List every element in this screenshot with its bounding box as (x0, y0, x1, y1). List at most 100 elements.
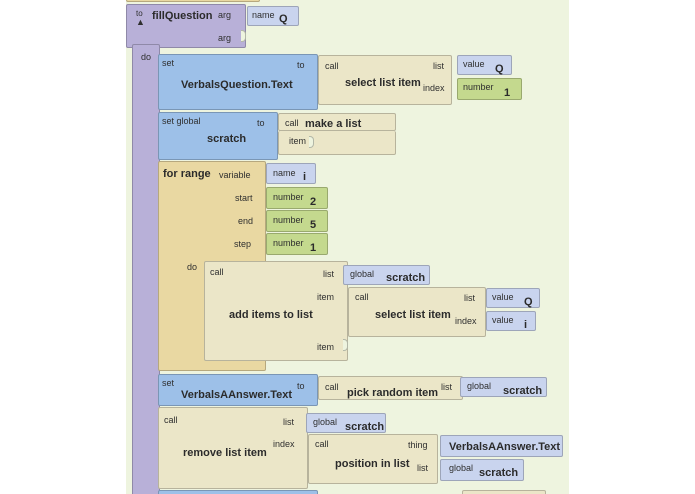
global-scratch-getter-3[interactable]: global scratch (306, 413, 386, 433)
global-tag-2: global (467, 381, 492, 391)
add-items-to-list-block[interactable]: call add items to list list item item (204, 261, 348, 361)
set-label: set (162, 58, 175, 68)
step-number-value[interactable]: 1 (310, 242, 317, 254)
for-range-variable-label: variable (219, 170, 251, 180)
list-socket-label: list (433, 61, 444, 71)
step-number-tag: number (273, 238, 304, 248)
add-items-item2-label: item (317, 342, 335, 352)
end-number-tag: number (273, 215, 304, 225)
select-list-item-name: select list item (345, 77, 421, 89)
verbalsaanswer-getter[interactable]: VerbalsAAnswer.Text (440, 435, 563, 457)
collapse-arrow-icon[interactable]: ▲ (136, 17, 145, 27)
add-items-call-label: call (210, 267, 224, 277)
for-var-value[interactable]: i (303, 171, 307, 183)
make-list-call-label: call (285, 118, 299, 128)
start-number-tag: number (273, 192, 304, 202)
set-target-verbalsquestion[interactable]: VerbalsQuestion.Text (181, 79, 293, 91)
for-range-start-label: start (235, 193, 253, 203)
make-a-list-item-row[interactable]: item (278, 131, 396, 155)
call-label: call (325, 61, 339, 71)
number-1-block[interactable]: number 1 (457, 78, 522, 100)
global-scratch-getter-1[interactable]: global scratch (343, 265, 430, 285)
number-value-1[interactable]: 1 (504, 87, 511, 99)
pick-random-item-block[interactable]: call pick random item list (318, 376, 463, 400)
position-thing-label: thing (408, 440, 428, 450)
inner-value-i-getter[interactable]: value i (486, 311, 536, 331)
remove-index-label: index (273, 439, 295, 449)
pick-random-item-name: pick random item (347, 387, 439, 399)
make-list-item-socket[interactable] (309, 136, 314, 148)
global-scratch-getter-4[interactable]: global scratch (440, 459, 524, 481)
previous-block-edge[interactable] (126, 0, 260, 2)
inner-select-list-item-block[interactable]: call select list item list index (348, 287, 486, 337)
inner-value-q-getter[interactable]: value Q (486, 288, 540, 308)
global-tag-3: global (313, 417, 338, 427)
procedure-to-keyword: to (136, 9, 143, 18)
start-number-value[interactable]: 2 (310, 196, 317, 208)
value-q[interactable]: Q (495, 63, 504, 75)
remove-list-label: list (283, 417, 294, 427)
inner-value-i[interactable]: i (524, 319, 528, 331)
index-socket-label: index (423, 83, 445, 93)
global-scratch-getter-2[interactable]: global scratch (460, 377, 547, 397)
inner-value-q[interactable]: Q (524, 296, 533, 308)
value-q-getter[interactable]: value Q (457, 55, 512, 75)
global-tag-1: global (350, 269, 375, 279)
procedure-block-fillquestion[interactable] (126, 4, 246, 48)
remove-list-item-name: remove list item (183, 447, 267, 459)
set-global-label: set global (162, 116, 201, 126)
position-in-list-block[interactable]: call position in list thing list (308, 434, 438, 484)
global-scratch-value-3[interactable]: scratch (345, 421, 385, 433)
global-scratch-value-4[interactable]: scratch (479, 467, 519, 479)
thing-value[interactable]: VerbalsAAnswer.Text (449, 441, 561, 453)
select-list-item-block[interactable]: call select list item list index (318, 55, 452, 105)
for-end-number-block[interactable]: number 5 (266, 210, 328, 232)
set-global-scratch-block[interactable]: set global scratch to (158, 112, 278, 160)
arg-name-block[interactable]: name Q (247, 6, 299, 26)
arg-name-value[interactable]: Q (279, 13, 288, 25)
for-var-tag: name (273, 168, 296, 178)
set-verbalsquestion-block[interactable]: set VerbalsQuestion.Text to (158, 54, 318, 110)
inner-call-label: call (355, 292, 369, 302)
set-answer-target[interactable]: VerbalsAAnswer.Text (181, 389, 293, 401)
procedure-block-body-rail[interactable] (132, 44, 160, 494)
for-range-end-label: end (238, 216, 254, 226)
for-start-number-block[interactable]: number 2 (266, 187, 328, 209)
inner-index-tag: value (492, 315, 514, 325)
next-block-edge[interactable] (158, 490, 318, 494)
make-a-list-name: make a list (305, 118, 362, 130)
add-items-item2-socket[interactable] (343, 339, 348, 351)
make-list-item-label: item (289, 136, 307, 146)
position-list-label: list (417, 463, 428, 473)
for-range-label: for range (163, 168, 211, 180)
add-items-item-label: item (317, 292, 335, 302)
global-tag-4: global (449, 463, 474, 473)
inner-list-label: list (464, 293, 475, 303)
for-variable-name-block[interactable]: name i (266, 163, 316, 184)
set-verbalsaanswer-block[interactable]: set VerbalsAAnswer.Text to (158, 374, 318, 406)
global-scratch-value-2[interactable]: scratch (503, 385, 543, 397)
procedure-arg-label-1: arg (218, 10, 232, 20)
blocks-workspace[interactable]: to ▲ fillQuestion arg arg name Q do set … (126, 0, 569, 494)
for-step-number-block[interactable]: number 1 (266, 233, 328, 255)
procedure-name[interactable]: fillQuestion (152, 10, 213, 22)
procedure-do-label: do (141, 52, 152, 62)
make-a-list-block[interactable]: call make a list (278, 113, 396, 131)
set-global-to-label: to (257, 118, 265, 128)
next-block-edge-2[interactable] (462, 490, 546, 494)
for-range-do-label: do (187, 262, 198, 272)
value-tag: value (463, 59, 485, 69)
inner-index-label: index (455, 316, 477, 326)
add-items-to-list-name: add items to list (229, 309, 313, 321)
add-items-list-label: list (323, 269, 334, 279)
inner-value-tag: value (492, 292, 514, 302)
end-number-value[interactable]: 5 (310, 219, 317, 231)
number-tag: number (463, 82, 494, 92)
set-to-label: to (297, 60, 305, 70)
arg-empty-socket[interactable] (241, 30, 246, 42)
remove-list-item-block[interactable]: call remove list item list index (158, 407, 308, 489)
for-range-step-label: step (234, 239, 252, 249)
global-scratch-value-1[interactable]: scratch (386, 272, 426, 284)
inner-select-list-item-name: select list item (375, 309, 451, 321)
set-global-target[interactable]: scratch (207, 133, 247, 145)
